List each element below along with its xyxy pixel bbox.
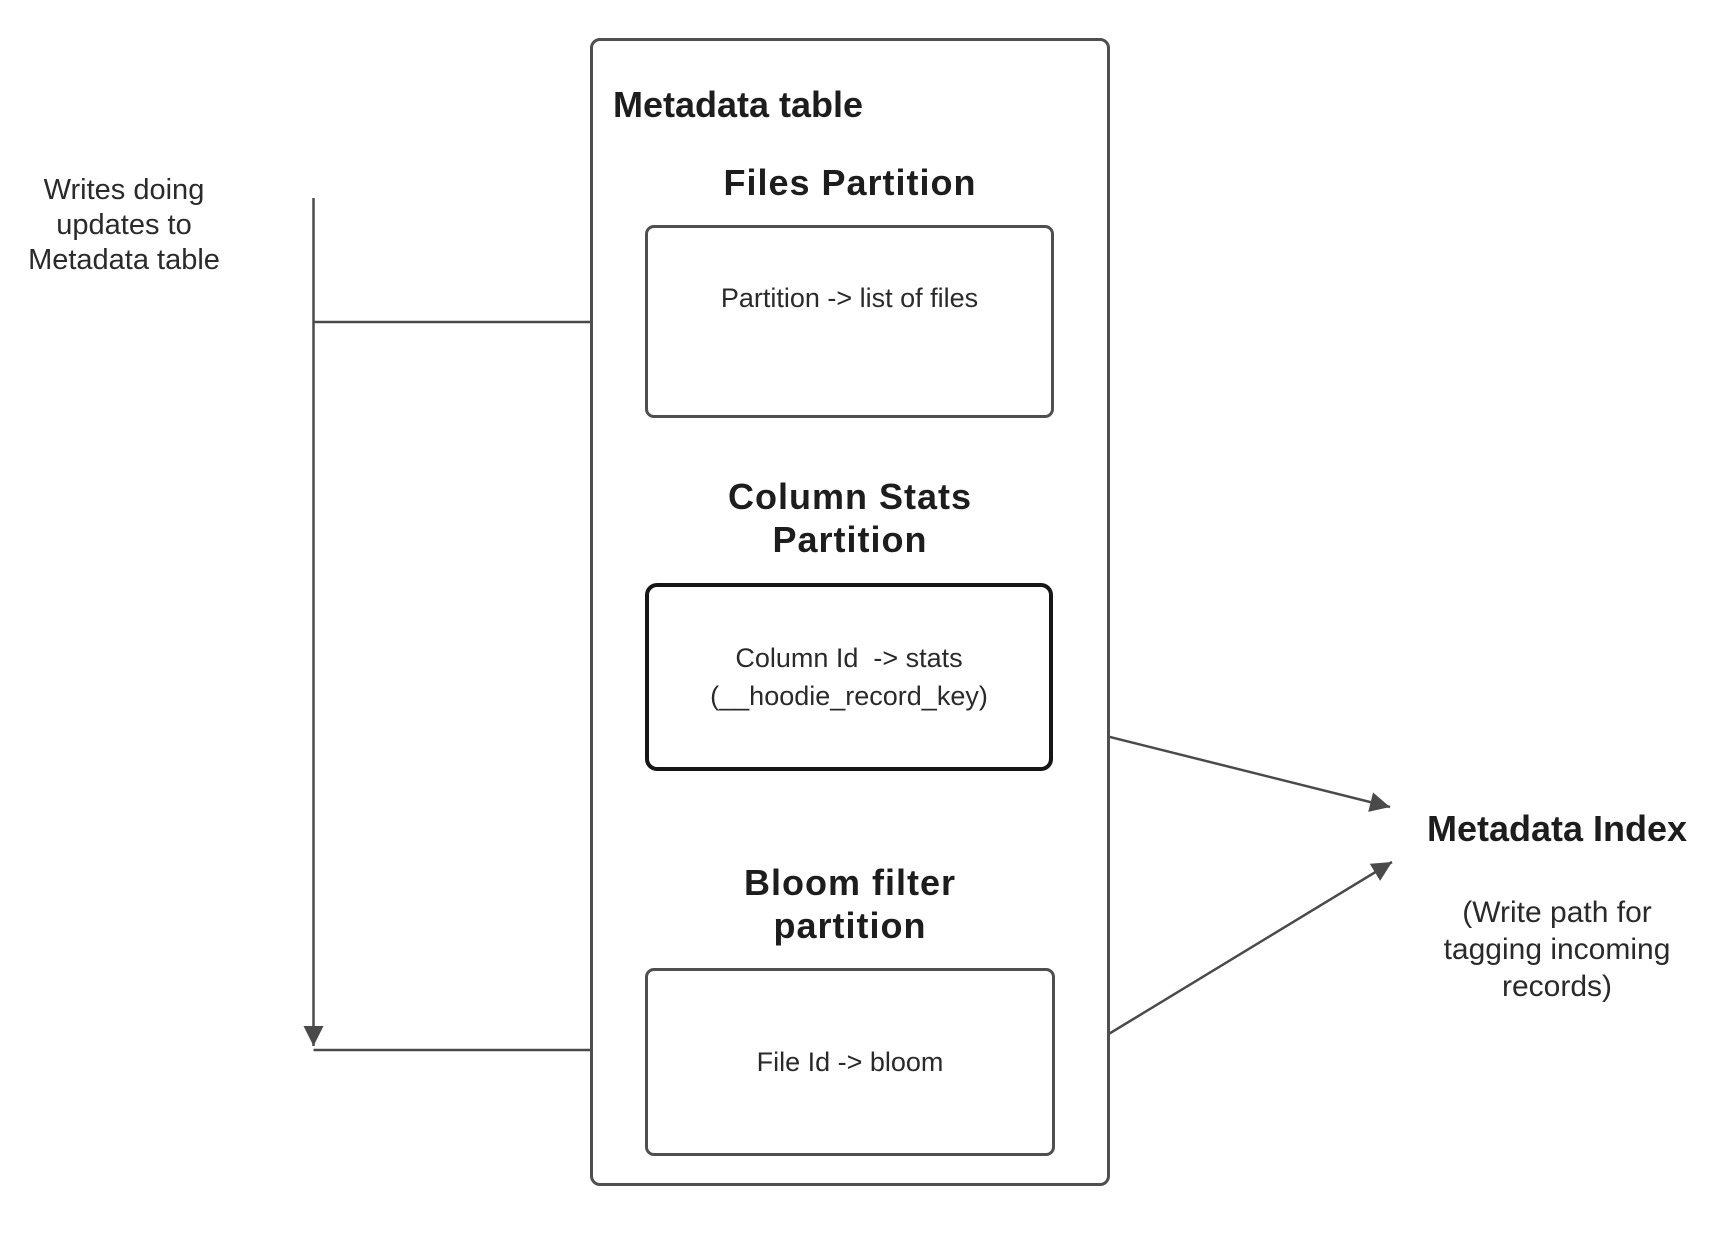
column-stats-partition-content: Column Id -> stats (__hoodie_record_key) — [710, 643, 988, 711]
metadata-table-container: Metadata table Files Partition Partition… — [590, 38, 1110, 1186]
bloom-filter-partition-heading: Bloom filter partition — [743, 862, 956, 946]
bloom-filter-partition-content: File Id -> bloom — [756, 1047, 944, 1077]
column-stats-partition-box: Column Id -> stats (__hoodie_record_key) — [645, 583, 1053, 771]
files-partition-content: Partition -> list of files — [720, 282, 979, 313]
metadata-table-title: Metadata table — [613, 84, 864, 125]
writes-updates-note: Writes doing updates to Metadata table — [28, 174, 220, 276]
metadata-index-title: Metadata Index — [1426, 808, 1688, 849]
column-stats-partition-heading: Column Stats Partition — [727, 476, 972, 560]
bloom-filter-partition-box: File Id -> bloom — [645, 968, 1055, 1156]
metadata-index-subtitle: (Write path for tagging incoming records… — [1443, 896, 1671, 1003]
files-partition-heading: Files Partition — [723, 162, 977, 203]
files-partition-box: Partition -> list of files — [645, 225, 1054, 418]
